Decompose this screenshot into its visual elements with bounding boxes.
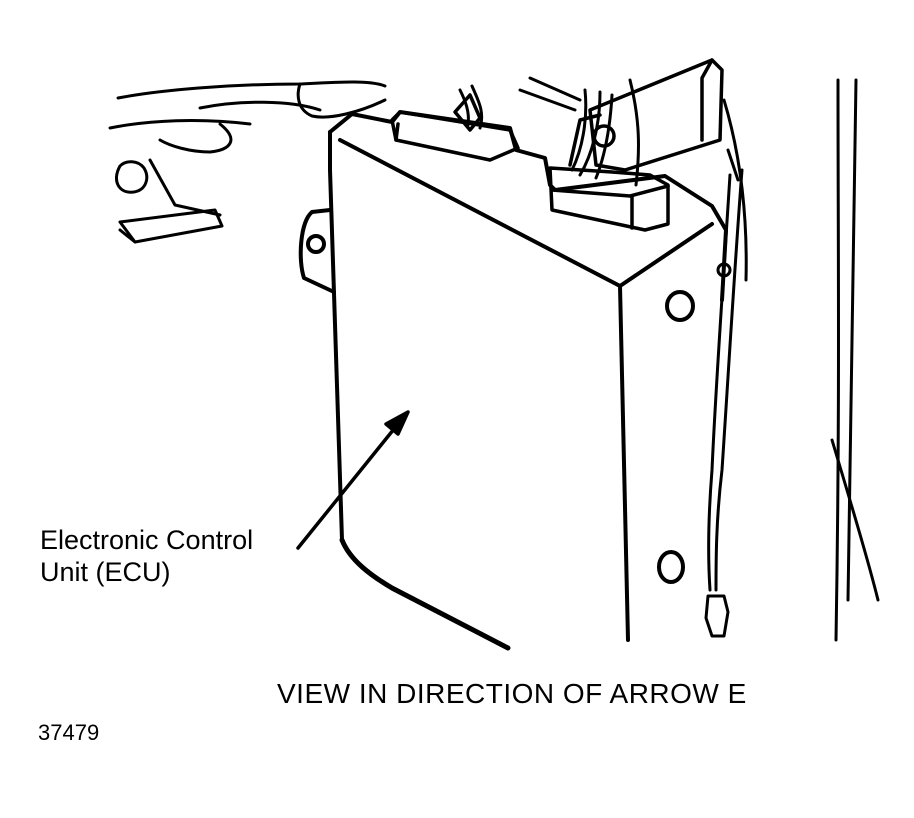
view-caption: VIEW IN DIRECTION OF ARROW E (277, 678, 747, 709)
ecu-box (298, 110, 728, 651)
ecu-label-line-1: Electronic Control (40, 525, 254, 555)
figure-number: 37479 (38, 720, 100, 745)
hand-drawing (108, 80, 387, 244)
leader-arrow (296, 410, 410, 550)
ecu-label-line-2: Unit (ECU) (40, 557, 171, 587)
ecu-callout-label: Electronic Control Unit (ECU) (40, 524, 253, 588)
connector-right (548, 113, 670, 232)
body-panel (722, 78, 880, 642)
connector-left (390, 93, 520, 162)
mounting-bracket (588, 58, 724, 172)
